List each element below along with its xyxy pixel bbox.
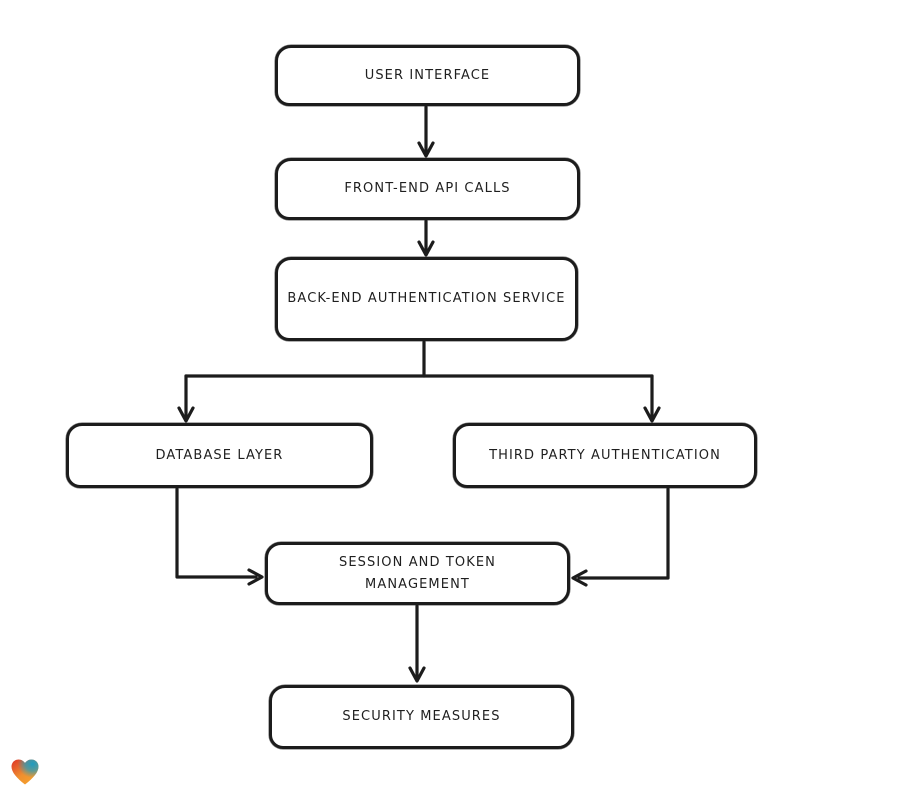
node-label: USER INTERFACE [364, 67, 491, 83]
edge-user-interface-to-front-end-api-calls [417, 105, 435, 158]
edge-database-layer-to-session-and-token-management [175, 487, 264, 586]
heart-icon [11, 759, 39, 785]
node-label: BACK-END AUTHENTICATION SERVICE [287, 291, 566, 307]
node-label: FRONT-END API CALLS [344, 181, 511, 197]
node-front-end-api-calls: FRONT-END API CALLS [275, 158, 580, 220]
node-label: THIRD PARTY AUTHENTICATION [489, 447, 721, 463]
node-security-measures: SECURITY MEASURES [269, 685, 574, 749]
edge-session-and-token-management-to-security-measures [408, 604, 426, 683]
node-label: SECURITY MEASURES [342, 709, 501, 725]
node-third-party-authentication: THIRD PARTY AUTHENTICATION [453, 423, 757, 488]
edge-back-end-authentication-service-branch [177, 340, 661, 423]
edge-third-party-authentication-to-session-and-token-management [571, 487, 670, 587]
node-label: DATABASE LAYER [155, 447, 284, 463]
node-session-and-token-management: SESSION AND TOKEN MANAGEMENT [265, 542, 570, 605]
node-database-layer: DATABASE LAYER [66, 423, 373, 488]
node-user-interface: USER INTERFACE [275, 45, 580, 106]
edge-front-end-api-calls-to-back-end-authentication-service [417, 219, 435, 257]
node-back-end-authentication-service: BACK-END AUTHENTICATION SERVICE [275, 257, 578, 341]
node-label: SESSION AND TOKEN MANAGEMENT [339, 555, 496, 592]
heart-logo [10, 757, 40, 787]
